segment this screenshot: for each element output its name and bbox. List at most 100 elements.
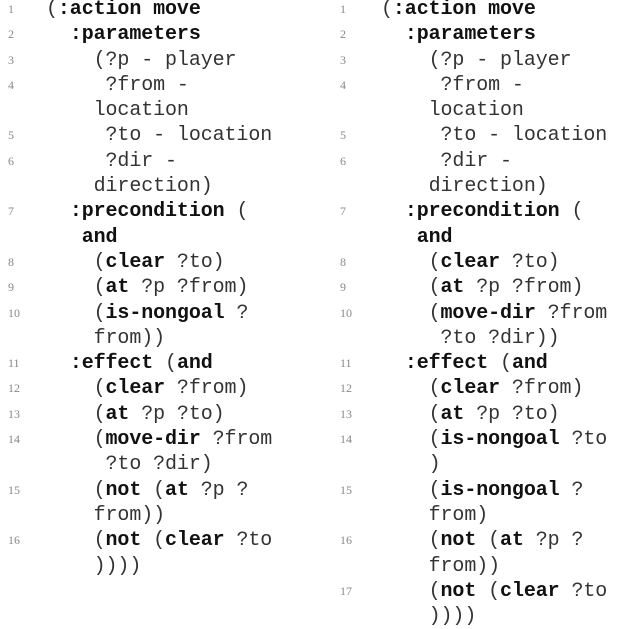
code-line: 5 ?to - location bbox=[335, 123, 640, 148]
line-number: 9 bbox=[8, 280, 14, 295]
code-line: 16 (not (clear ?to bbox=[0, 528, 320, 553]
code-text: ?to - location bbox=[46, 124, 273, 148]
line-number: 4 bbox=[340, 77, 346, 92]
code-text: (at ?p ?from) bbox=[381, 276, 584, 300]
code-line: 5 ?to - location bbox=[0, 123, 320, 148]
code-line: ) bbox=[335, 452, 640, 477]
line-number: 2 bbox=[340, 27, 346, 42]
code-text: :effect (and bbox=[69, 352, 213, 376]
code-text: ?to ?dir)) bbox=[381, 326, 560, 350]
code-line: 10 (move-dir ?from bbox=[335, 301, 640, 326]
code-line: )))) bbox=[335, 604, 640, 629]
code-line: and bbox=[335, 225, 640, 250]
code-text: (not (at ?p ? bbox=[46, 478, 249, 502]
code-text: (move-dir ?from bbox=[46, 428, 273, 452]
code-line: from)) bbox=[0, 503, 320, 528]
code-text: :parameters bbox=[404, 23, 536, 47]
code-line: direction) bbox=[335, 174, 640, 199]
code-text: :parameters bbox=[69, 23, 201, 47]
code-line: 4 ?from - bbox=[0, 73, 320, 98]
code-text: (clear ?from) bbox=[381, 377, 584, 401]
code-text: (clear ?from) bbox=[46, 377, 249, 401]
code-line: 1(:action move bbox=[335, 0, 640, 22]
code-line: 17 (not (clear ?to bbox=[335, 579, 640, 604]
line-number: 1 bbox=[340, 2, 346, 16]
code-line: )))) bbox=[0, 554, 320, 579]
code-text: from)) bbox=[381, 554, 501, 578]
line-number: 5 bbox=[340, 128, 346, 143]
code-line: 2 :parameters bbox=[0, 22, 320, 47]
code-text: (is-nongoal ?to bbox=[381, 428, 608, 452]
code-text: (not (clear ?to bbox=[46, 529, 273, 553]
code-text: (clear ?to) bbox=[381, 250, 560, 274]
line-number: 2 bbox=[8, 27, 14, 42]
code-text: (at ?p ?to) bbox=[46, 402, 225, 426]
code-line: location bbox=[0, 98, 320, 123]
code-line: direction) bbox=[0, 174, 320, 199]
code-text: (:action move bbox=[46, 0, 201, 21]
code-text: from)) bbox=[46, 503, 166, 527]
code-line: 3 (?p - player bbox=[0, 48, 320, 73]
code-text: (clear ?to) bbox=[46, 250, 225, 274]
code-text: (not (at ?p ? bbox=[381, 529, 584, 553]
code-text: (?p - player bbox=[46, 48, 237, 72]
code-text: and bbox=[416, 225, 453, 249]
code-line: 6 ?dir - bbox=[0, 149, 320, 174]
line-number: 10 bbox=[8, 305, 20, 320]
code-text: (not (clear ?to bbox=[381, 579, 608, 603]
line-number: 13 bbox=[340, 406, 352, 421]
code-text: :precondition ( bbox=[404, 200, 584, 224]
line-number: 11 bbox=[8, 356, 20, 371]
code-text: and bbox=[81, 225, 118, 249]
code-text: (at ?p ?to) bbox=[381, 402, 560, 426]
code-line: 8 (clear ?to) bbox=[335, 250, 640, 275]
code-line: 11 :effect (and bbox=[0, 351, 320, 376]
code-text: direction) bbox=[46, 175, 213, 199]
line-number: 1 bbox=[8, 2, 14, 16]
code-line: ?to ?dir) bbox=[0, 452, 320, 477]
code-text: (at ?p ?from) bbox=[46, 276, 249, 300]
code-text: )))) bbox=[46, 554, 142, 578]
code-text: direction) bbox=[381, 175, 548, 199]
line-number: 12 bbox=[340, 381, 352, 396]
code-line: 13 (at ?p ?to) bbox=[335, 402, 640, 427]
code-line: from) bbox=[335, 503, 640, 528]
code-line: location bbox=[335, 98, 640, 123]
code-text: from)) bbox=[46, 326, 166, 350]
code-line: 12 (clear ?from) bbox=[335, 376, 640, 401]
code-line: 9 (at ?p ?from) bbox=[0, 275, 320, 300]
line-number: 12 bbox=[8, 381, 20, 396]
code-text: location bbox=[381, 99, 524, 123]
code-text: ?from - bbox=[381, 73, 524, 97]
code-line: ?to ?dir)) bbox=[335, 326, 640, 351]
line-number: 14 bbox=[8, 432, 20, 447]
code-line: and bbox=[0, 225, 320, 250]
line-number: 13 bbox=[8, 406, 20, 421]
code-text: (is-nongoal ? bbox=[381, 478, 584, 502]
code-text: from) bbox=[381, 503, 489, 527]
line-number: 9 bbox=[340, 280, 346, 295]
code-text: :precondition ( bbox=[69, 200, 249, 224]
line-number: 7 bbox=[8, 204, 14, 219]
code-line: 13 (at ?p ?to) bbox=[0, 402, 320, 427]
line-number: 4 bbox=[8, 77, 14, 92]
code-text: ?to - location bbox=[381, 124, 608, 148]
code-text: ?dir - bbox=[381, 149, 513, 173]
line-number: 6 bbox=[8, 153, 14, 168]
line-number: 15 bbox=[8, 482, 20, 497]
code-line: 14 (is-nongoal ?to bbox=[335, 427, 640, 452]
line-number: 6 bbox=[340, 153, 346, 168]
code-line: 10 (is-nongoal ? bbox=[0, 301, 320, 326]
line-number: 11 bbox=[340, 356, 352, 371]
line-number: 16 bbox=[340, 533, 352, 548]
code-line: 3 (?p - player bbox=[335, 48, 640, 73]
code-line: 1 (:action move bbox=[0, 0, 320, 22]
code-line: 7 :precondition ( bbox=[0, 199, 320, 224]
code-text: ?from - bbox=[46, 73, 189, 97]
line-number: 15 bbox=[340, 482, 352, 497]
code-line: 15 (not (at ?p ? bbox=[0, 478, 320, 503]
line-number: 10 bbox=[340, 305, 352, 320]
code-line: 12 (clear ?from) bbox=[0, 376, 320, 401]
line-number: 7 bbox=[340, 204, 346, 219]
